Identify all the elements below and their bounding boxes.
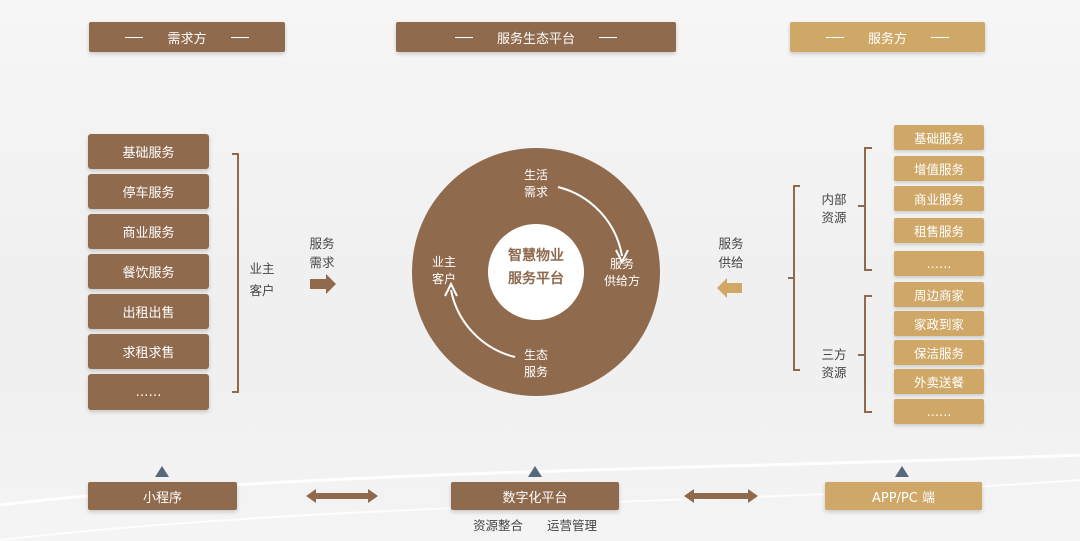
circle-right-label-line: 服务: [609, 257, 634, 271]
third-party-label-line: 资源: [821, 365, 847, 380]
left-group-label-line: 业主: [249, 261, 275, 276]
header-demand-label: 需求方: [167, 31, 207, 47]
third-party-resources-label: 三方 资源: [816, 346, 852, 382]
digital-platform-triangle: [528, 466, 542, 477]
internal-resource-item: 商业服务: [894, 186, 984, 211]
digital-platform-box: 数字化平台: [451, 482, 619, 510]
left-group-label: 业主 客户: [246, 258, 278, 302]
demand-arrow-label-line: 需求: [309, 255, 335, 270]
third-party-resource-item: 周边商家: [894, 282, 984, 307]
left-service-item: 求租求售: [88, 334, 209, 369]
double-arrow-left: [306, 489, 378, 503]
third-party-resource-item: 外卖送餐: [894, 369, 984, 394]
demand-arrow: [310, 274, 336, 294]
sub-label-resource-integration: 资源整合: [472, 518, 523, 533]
third-party-label-line: 三方: [821, 347, 847, 362]
center-label-line: 服务平台: [508, 271, 564, 287]
header-supply: 服务方: [790, 22, 985, 52]
circle-left-label: 业主 客户: [424, 254, 464, 288]
left-service-item: 停车服务: [88, 174, 209, 209]
demand-arrow-label-line: 服务: [309, 236, 335, 251]
third-party-bracket: [858, 295, 872, 413]
left-service-item: 基础服务: [88, 134, 209, 169]
cycle-arrowhead-right: [615, 249, 629, 265]
internal-bracket: [858, 147, 872, 271]
sub-label-operations-management: 运营管理: [546, 518, 597, 533]
internal-resource-item: 增值服务: [894, 156, 984, 181]
internal-label-line: 资源: [821, 210, 847, 225]
app-pc-box: APP/PC 端: [825, 482, 982, 510]
header-platform-label: 服务生态平台: [496, 31, 575, 47]
circle-right-label-line: 供给方: [603, 274, 640, 288]
supply-arrow-label: 服务 供给: [713, 234, 749, 272]
internal-resource-item: ……: [894, 251, 984, 276]
center-label-line: 智慧物业: [508, 248, 564, 264]
circle-left-label-line: 客户: [431, 272, 456, 286]
header-supply-label: 服务方: [867, 31, 907, 47]
circle-top-label-line: 需求: [523, 185, 548, 199]
mini-program-box: 小程序: [88, 482, 237, 510]
third-party-resource-item: ……: [894, 399, 984, 424]
app-pc-triangle: [895, 466, 909, 477]
cycle-arc-bottom-left: [450, 289, 516, 358]
left-service-item: 出租出售: [88, 294, 209, 329]
left-service-item: 商业服务: [88, 214, 209, 249]
demand-arrow-label: 服务 需求: [304, 234, 340, 272]
circle-bottom-label-line: 生态: [523, 348, 548, 362]
internal-resources-label: 内部 资源: [816, 191, 852, 227]
platform-center-label: 智慧物业 服务平台: [506, 245, 566, 291]
circle-top-label: 生活 需求: [516, 167, 556, 201]
internal-resource-item: 基础服务: [894, 125, 984, 150]
cycle-arc-top-right: [557, 186, 623, 257]
left-service-item: 餐饮服务: [88, 254, 209, 289]
third-party-resource-item: 家政到家: [894, 311, 984, 336]
left-bracket: [232, 153, 239, 393]
center-circle: [488, 224, 584, 320]
cycle-arrowhead-left: [444, 281, 458, 297]
header-platform: 服务生态平台: [396, 22, 676, 52]
double-arrow-right: [684, 489, 758, 503]
right-outer-bracket: [788, 185, 800, 371]
circle-right-label: 服务 供给方: [596, 256, 648, 290]
internal-label-line: 内部: [821, 192, 847, 207]
left-service-item: ……: [88, 374, 209, 410]
supply-arrow-label-line: 服务: [718, 236, 744, 251]
mini-program-triangle: [155, 466, 169, 477]
internal-resource-item: 租售服务: [894, 218, 984, 243]
circle-left-label-line: 业主: [431, 255, 456, 269]
supply-arrow: [717, 278, 742, 298]
header-demand: 需求方: [89, 22, 285, 52]
supply-arrow-label-line: 供给: [718, 255, 744, 270]
circle-bottom-label: 生态 服务: [516, 347, 556, 381]
third-party-resource-item: 保洁服务: [894, 340, 984, 365]
left-group-label-line: 客户: [249, 283, 275, 298]
circle-top-label-line: 生活: [523, 168, 548, 182]
circle-bottom-label-line: 服务: [523, 365, 548, 379]
